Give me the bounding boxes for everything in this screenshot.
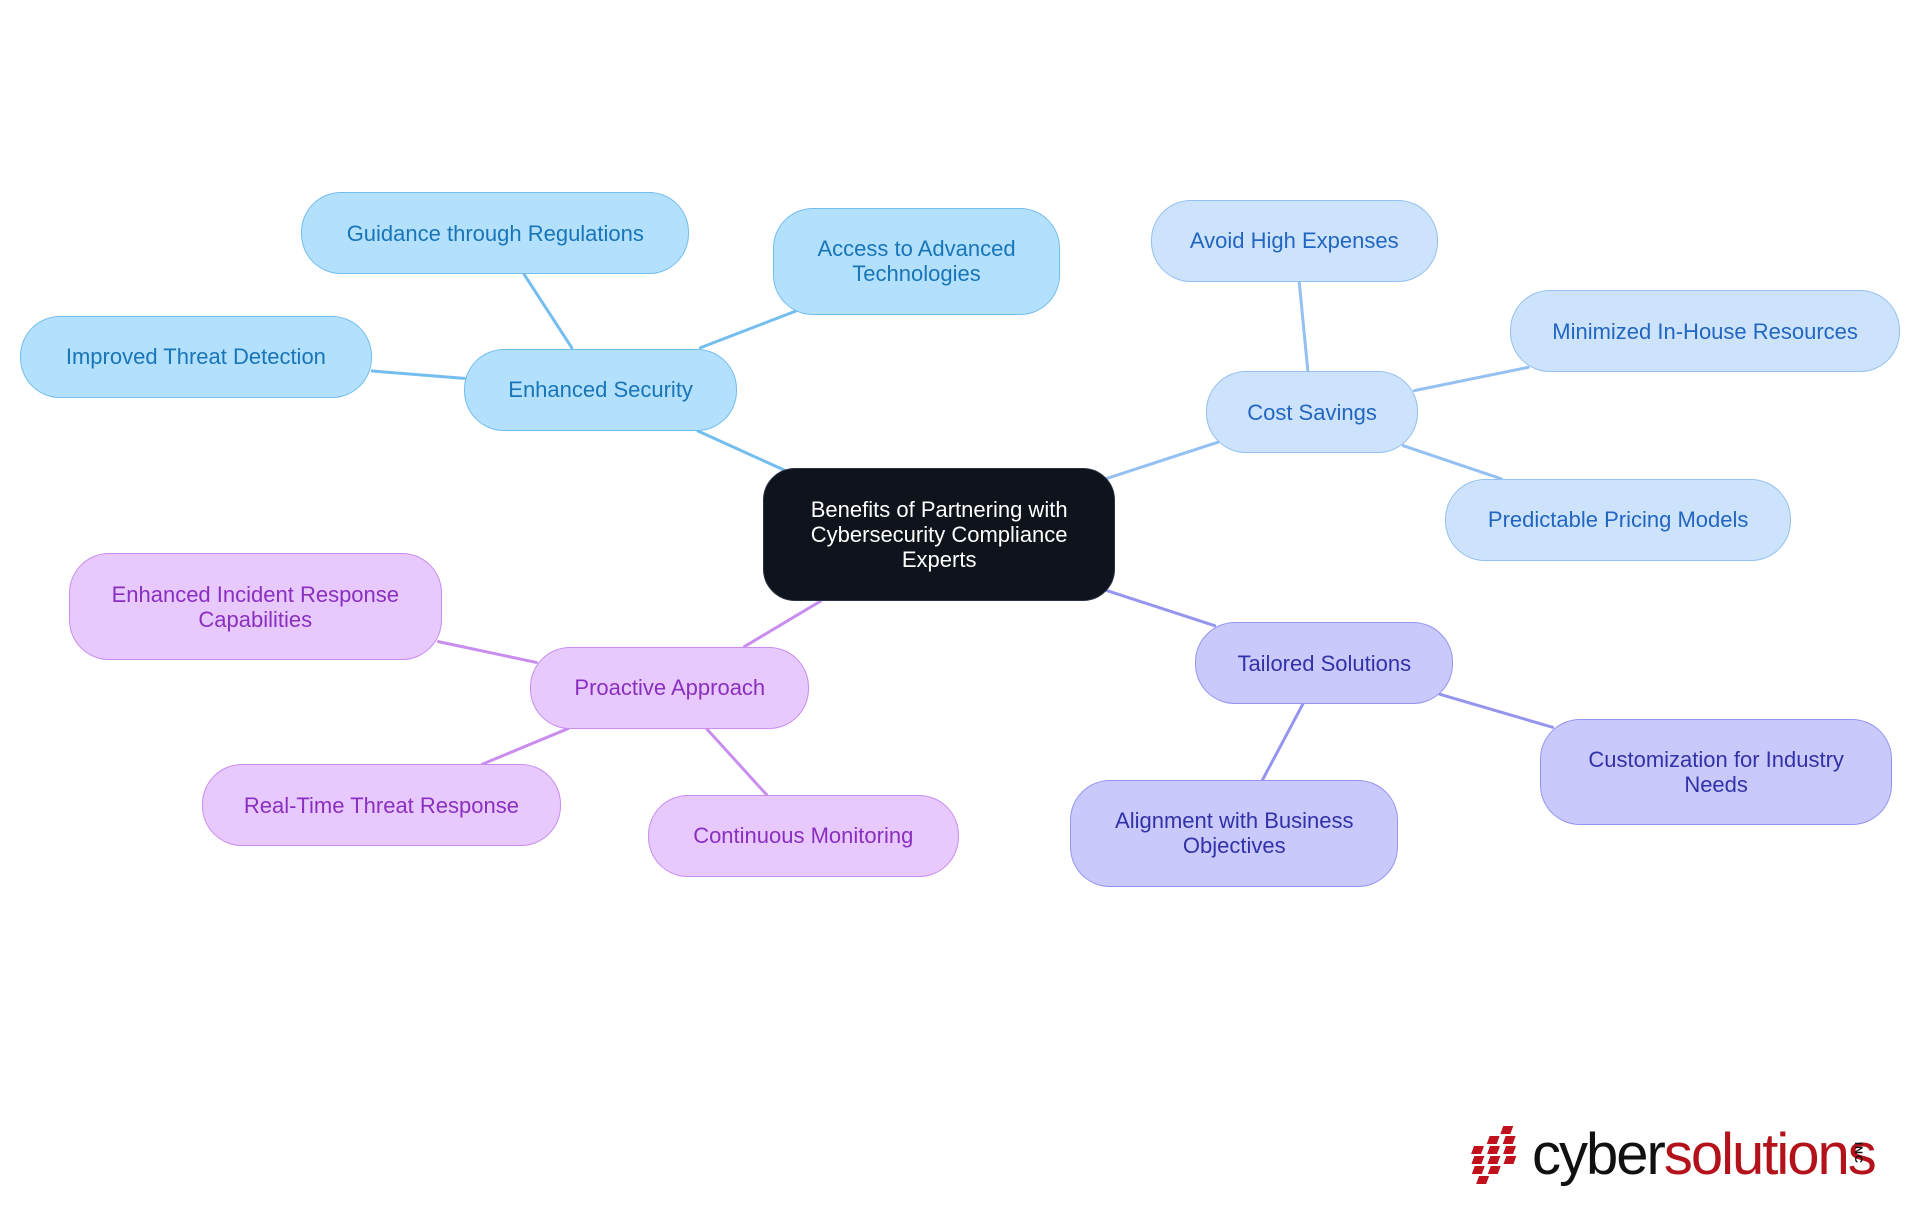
edge-proactive-approach-to-enhanced-incident-response-capabilities [436, 640, 538, 664]
branch-node-proactive-approach-text-line: Proactive Approach [574, 675, 766, 701]
logo-suffix: INC [1852, 1142, 1864, 1164]
logo-mark-icon [1471, 1126, 1517, 1184]
leaf-node-continuous-monitoring[interactable]: Continuous Monitoring [647, 794, 959, 877]
edge-root-to-proactive-approach [742, 599, 822, 649]
leaf-node-real-time-threat-response[interactable]: Real-Time Threat Response [202, 764, 561, 847]
branch-node-cost-savings-text-line: Cost Savings [1247, 399, 1377, 425]
leaf-node-guidance-through-regulations[interactable]: Guidance through Regulations [301, 192, 690, 275]
edge-cost-savings-to-predictable-pricing-models [1401, 444, 1503, 481]
edge-proactive-approach-to-continuous-monitoring [705, 727, 769, 797]
edge-enhanced-security-to-improved-threat-detection [370, 369, 466, 380]
branch-node-tailored-solutions-text-line: Tailored Solutions [1237, 650, 1412, 676]
leaf-node-alignment-with-business-objectives-text-line: Objectives [1182, 833, 1286, 859]
edge-enhanced-security-to-guidance-through-regulations [522, 272, 574, 350]
edge-root-to-cost-savings [1104, 440, 1220, 481]
logo-word-solutions: solutions [1663, 1122, 1877, 1187]
root-node-text-line: Benefits of Partnering with [810, 496, 1068, 522]
leaf-node-customization-for-industry-needs-text-line: Needs [1684, 772, 1748, 798]
branch-node-enhanced-security-text-line: Enhanced Security [508, 377, 693, 403]
leaf-node-predictable-pricing-models-text-line: Predictable Pricing Models [1487, 507, 1749, 533]
leaf-node-access-to-advanced-technologies-text-line: Access to Advanced [817, 236, 1016, 262]
leaf-node-access-to-advanced-technologies-text-line: Technologies [852, 261, 981, 287]
leaf-node-improved-threat-detection-text-line: Improved Threat Detection [65, 344, 326, 370]
branch-node-cost-savings[interactable]: Cost Savings [1206, 371, 1418, 454]
logo-wordmark: cybersolutions [1532, 1120, 1877, 1190]
edge-enhanced-security-to-access-to-advanced-technologies [698, 309, 798, 350]
root-node-text-line: Cybersecurity Compliance [810, 521, 1068, 547]
leaf-node-improved-threat-detection[interactable]: Improved Threat Detection [19, 315, 373, 398]
leaf-node-real-time-threat-response-text-line: Real-Time Threat Response [243, 792, 519, 818]
edge-tailored-solutions-to-alignment-with-business-objectives [1260, 702, 1305, 782]
leaf-node-enhanced-incident-response-capabilities-text-line: Enhanced Incident Response [111, 581, 400, 607]
edge-root-to-enhanced-security [696, 429, 792, 475]
leaf-node-predictable-pricing-models[interactable]: Predictable Pricing Models [1444, 478, 1792, 561]
edge-cost-savings-to-avoid-high-expenses [1297, 280, 1310, 372]
logo-word-cyber: cyber [1532, 1122, 1666, 1187]
leaf-node-guidance-through-regulations-text-line: Guidance through Regulations [346, 220, 644, 246]
leaf-node-avoid-high-expenses[interactable]: Avoid High Expenses [1151, 199, 1438, 282]
leaf-node-continuous-monitoring-text-line: Continuous Monitoring [693, 823, 914, 849]
branch-node-enhanced-security[interactable]: Enhanced Security [464, 348, 738, 431]
edge-cost-savings-to-minimized-in-house-resources [1412, 365, 1530, 393]
edge-proactive-approach-to-real-time-threat-response [480, 727, 570, 766]
leaf-node-customization-for-industry-needs-text-line: Customization for Industry [1588, 747, 1844, 773]
leaf-node-avoid-high-expenses-text-line: Avoid High Expenses [1189, 228, 1399, 254]
leaf-node-alignment-with-business-objectives-text-line: Alignment with Business [1115, 808, 1354, 834]
branch-node-tailored-solutions[interactable]: Tailored Solutions [1195, 622, 1454, 705]
cybersolutions-logo: cybersolutions INC [1460, 1118, 1880, 1198]
leaf-node-minimized-in-house-resources[interactable]: Minimized In-House Resources [1509, 290, 1901, 373]
leaf-node-enhanced-incident-response-capabilities-text-line: Capabilities [198, 606, 313, 632]
branch-node-proactive-approach[interactable]: Proactive Approach [530, 646, 810, 729]
edge-tailored-solutions-to-customization-for-industry-needs [1438, 692, 1555, 729]
root-node-text-line: Experts [901, 546, 977, 572]
edge-root-to-tailored-solutions [1104, 588, 1217, 628]
leaf-node-minimized-in-house-resources-text-line: Minimized In-House Resources [1552, 318, 1858, 344]
